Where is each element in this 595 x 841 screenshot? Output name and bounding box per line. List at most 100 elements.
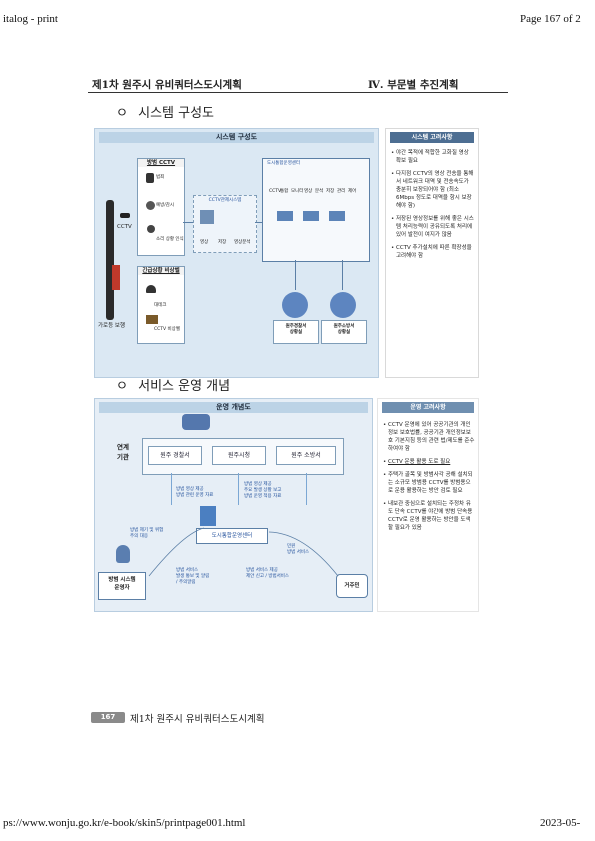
flow-left-2: 방범 관련 운영 자료: [176, 493, 214, 498]
speaker-icon: [146, 201, 155, 210]
cctv-bell-icon: [146, 315, 158, 324]
emergency-title: 긴급상황 비상벨: [138, 267, 184, 275]
section2-bullet: ㅇ: [116, 379, 128, 394]
fire-box: 원주소방서 상황실: [321, 320, 367, 344]
doc-header-left: 제1차 원주시 유비쿼터스도시계획: [92, 79, 242, 91]
curve-right: [268, 531, 339, 577]
operator-node: 방범 시스템 운영자: [98, 572, 146, 600]
flow-left-1: 방범 영상 제공: [176, 487, 204, 492]
emergency-bell-box: 긴급상황 비상벨 대테크 CCTV 비상벨: [137, 266, 185, 344]
emergency-sub-1: 대테크: [154, 303, 167, 308]
police-box: 원주경찰서 상황실: [273, 320, 319, 344]
center-building-icon: [200, 506, 216, 526]
cctv-sys-item-3: 영상분석: [234, 240, 251, 245]
flow-arrow-mid: [238, 473, 239, 505]
flow-bl-2: 주의 대응: [130, 534, 148, 539]
camera-icon: [120, 213, 130, 218]
operation-note: 주택가 골목 및 방범사각 공해 설치되는 소규모 방범용 CCTV를 방범용으…: [383, 471, 475, 495]
section1-bullet: ㅇ: [116, 106, 128, 121]
print-url[interactable]: ps://www.wonju.go.kr/e-book/skin5/printp…: [3, 817, 246, 829]
cctv-sys-item-2: 저장: [218, 240, 227, 245]
police-icon: [282, 292, 308, 318]
center-item-3: 모니터: [291, 189, 304, 194]
operator-label-2: 운영자: [114, 585, 130, 591]
print-date: 2023-05-: [540, 817, 581, 829]
section2-title: 서비스 운영 개념: [138, 379, 231, 394]
cctv-system-title: CCTV관제시스템: [208, 198, 242, 203]
system-notes-panel: 시스템 고려사항 야간 목적에 적합한 고화질 영상 확보 필요 다지점 CCT…: [385, 128, 479, 378]
center-item-8: 제어: [348, 189, 357, 194]
print-title: italog - print: [3, 13, 58, 25]
flow-bottom-left-labels: 방범 제기 및 위험 주의 대응: [130, 528, 163, 540]
flow-bm-3: / 주의알림: [176, 580, 196, 585]
system-note: 저장된 영상정보를 위해 좋은 시스템 처리능력이 공유되도록 처리에 있어 발…: [391, 215, 475, 239]
flow-arrow-right: [306, 473, 307, 505]
flow-mid-1: 방범 영상 제공: [244, 482, 272, 487]
flow-mid-labels: 방범 영상 제공 주요 발생 상황 보고 방범 운영 적용 자료: [244, 482, 281, 500]
operation-diagram-title: 운영 개념도: [99, 402, 368, 413]
street-pole: [106, 200, 114, 320]
footer-page-number: 167: [100, 713, 116, 721]
sensor-icon: [147, 225, 155, 233]
flow-br-1: 방범 서비스 제공: [246, 568, 278, 573]
bell-icon: [146, 285, 156, 293]
operator-icon: [116, 545, 130, 563]
emergency-sub-2: CCTV 비상벨: [154, 327, 180, 332]
flow-arrow-left: [171, 473, 172, 505]
pole-label: 가로등 보행: [98, 323, 126, 329]
system-note: 다지점 CCTV의 영상 전송을 통해서 네트워크 대역 및 전송속도가 충분히…: [391, 170, 475, 210]
monitor-icon-2: [303, 211, 319, 221]
connector-3: [295, 260, 296, 290]
flow-br-2: 제안 신고 / 방범서비스: [246, 574, 290, 579]
operation-note: CCTV 운영에 있어 공공기관의 개인정보 보호법률, 공공기관 개인정보보호…: [383, 421, 475, 453]
center-node-label: 도시통합운영센터: [211, 533, 253, 539]
monitor-icon: [277, 211, 293, 221]
flow-bm-2: 발생 통보 및 알림: [176, 574, 210, 579]
footer-title: 제1차 원주시 유비쿼터스도시계획: [130, 714, 265, 725]
building-icon: [182, 414, 210, 430]
flow-bottom-mid-labels: 방범 서비스 발생 통보 및 알림 / 주의알림: [176, 568, 209, 586]
server-icon: [200, 210, 214, 224]
fire-label-1: 원주소방서: [333, 324, 355, 329]
crime-cctv-title: 방범 CCTV: [138, 159, 184, 167]
flow-right-labels: 민원 방범 서비스: [287, 544, 309, 556]
flow-bm-1: 방범 서비스: [176, 568, 199, 573]
flow-bl-1: 방범 제기 및 위험: [130, 528, 164, 533]
system-notes-title: 시스템 고려사항: [390, 132, 474, 143]
link-label: 연계 기관: [108, 442, 138, 462]
center-item-7: 관리: [337, 189, 346, 194]
flow-right-2: 방범 서비스: [287, 550, 310, 555]
operator-label-1: 방범 시스템: [108, 577, 136, 583]
operation-note: CCTV 운용 활용 도로 필요: [383, 458, 475, 466]
cctv-control-system: CCTV관제시스템 영상 저장 영상분석: [193, 195, 257, 253]
org-city-hall: 원주시청: [212, 446, 266, 465]
center-node: 도시통합운영센터: [196, 528, 268, 544]
operation-notes-list: CCTV 운영에 있어 공공기관의 개인정보 보호법률, 공공기관 개인정보보호…: [378, 421, 478, 532]
operation-notes-panel: 운영 고려사항 CCTV 운영에 있어 공공기관의 개인정보 보호법률, 공공기…: [377, 398, 479, 612]
flow-mid-2: 주요 발생 상황 보고: [244, 488, 282, 493]
org-fire: 원주 소방서: [276, 446, 336, 465]
link-label-1: 연계: [117, 443, 129, 451]
cctv-label: CCTV: [117, 224, 132, 230]
header-rule: [88, 92, 508, 94]
operation-notes-title: 운영 고려사항: [382, 402, 474, 413]
center-item-5: 분석: [315, 189, 324, 194]
section1-heading: ㅇ 시스템 구성도: [116, 102, 214, 121]
center-title: 도시통합운영센터: [267, 161, 301, 166]
print-page-number: Page 167 of 2: [520, 13, 581, 25]
connector-4: [342, 260, 343, 290]
resident-label: 거주민: [344, 583, 360, 589]
doc-header-right: Ⅳ. 부문별 추진계획: [368, 79, 459, 91]
flow-right-1: 민원: [287, 544, 296, 549]
center-item-4: 영상: [304, 189, 313, 194]
crime-cctv-box: 방범 CCTV 범죄 예방/감시 소리 상황 인식: [137, 158, 185, 256]
curve-left: [148, 527, 205, 577]
link-label-2: 기관: [117, 453, 129, 461]
police-label-2: 상황실: [289, 330, 303, 335]
center-item-6: 저장: [326, 189, 335, 194]
section1-title: 시스템 구성도: [138, 106, 215, 121]
operation-note: 내보관 중심으로 설치되는 주정차 유도 단속 CCTV를 야간에 방범 단속용…: [383, 500, 475, 532]
crime-sub-2: 예방/감시: [156, 203, 175, 208]
